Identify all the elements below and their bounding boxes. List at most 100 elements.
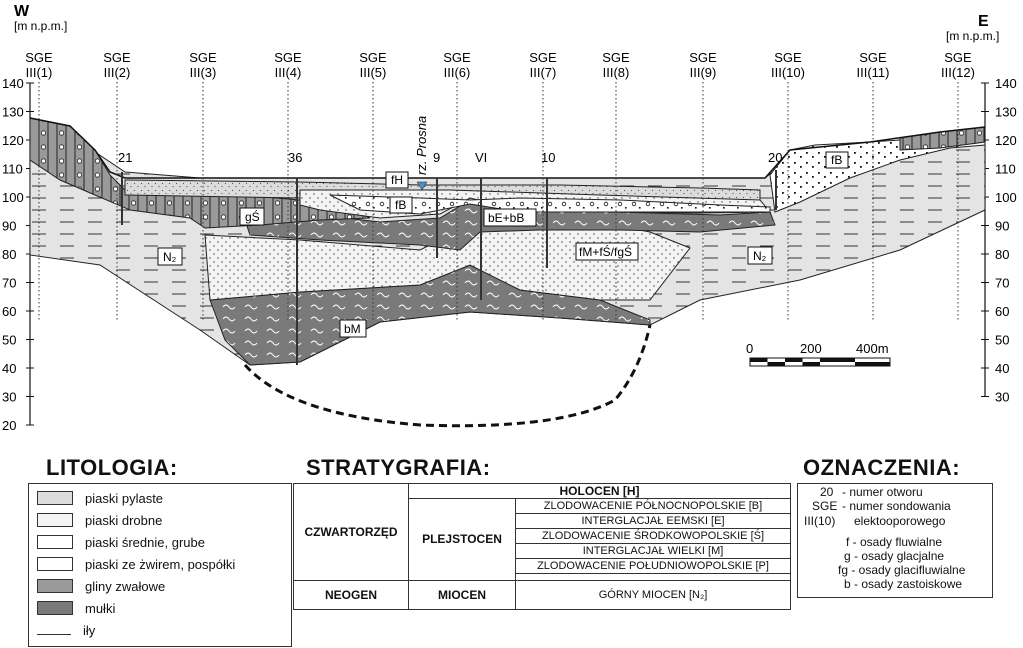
layer-labels: fH fB fB gŚ bE+bB fM+fŚ/fgŚ N₂ N₂ bM — [157, 151, 849, 338]
sge-prefix: SGE — [443, 50, 471, 65]
y-tick-label-right: 110 — [995, 162, 1016, 177]
legend-gravel-sand: piaski ze żwirem, pospółki — [37, 556, 235, 572]
y-tick-label-left: 80 — [2, 247, 16, 262]
label-fM: fM+fŚ/fgŚ — [579, 244, 632, 259]
scale-200: 200 — [800, 341, 822, 356]
y-tick-label-right: 130 — [995, 105, 1017, 120]
legend-label: piaski średnie, grube — [85, 534, 205, 550]
scale-400: 400m — [856, 341, 889, 356]
sge-prefix: SGE — [859, 50, 887, 65]
west-label: W — [14, 3, 30, 20]
sge-prefix: SGE — [602, 50, 630, 65]
label-N2-east: N₂ — [753, 249, 767, 263]
y-tick-label-left: 120 — [2, 133, 24, 148]
strat-row: ZLODOWACENIE ŚRODKOWOPOLSKIE [Ś] — [515, 528, 791, 544]
ground-surface — [29, 117, 986, 179]
label-bE-bB: bE+bB — [488, 211, 524, 225]
strat-row: INTERGLACJAŁ EEMSKI [E] — [515, 513, 791, 529]
sge-labels: SGEIII(1)SGEIII(2)SGEIII(3)SGEIII(4)SGEI… — [25, 50, 975, 80]
legend-fine-sand: piaski drobne — [37, 512, 162, 528]
legend-silt: mułki — [37, 600, 115, 616]
legend-label: mułki — [85, 600, 116, 616]
ozn-20: 20 — [820, 485, 834, 499]
sge-prefix: SGE — [529, 50, 557, 65]
strat-row: ZLODOWACENIE POŁUDNIOWOPOLSKIE [P] — [515, 558, 791, 574]
borehole-lines — [121, 170, 777, 365]
layer-coarse-sand-east — [769, 134, 986, 213]
buried-valley-bottom — [243, 324, 652, 428]
lithology-legend: piaski pylaste piaski drobne piaski śred… — [28, 483, 292, 647]
ozn-fluwialne: f - osady fluwialne — [846, 535, 943, 549]
y-tick-label-left: 30 — [2, 390, 16, 405]
ozn-zastoiskowe: b - osady zastoiskowe — [844, 577, 963, 591]
y-tick-label-left: 60 — [2, 304, 16, 319]
strat-gorny: GÓRNY MIOCEN [N₂] — [515, 580, 791, 610]
oznaczenia-header: OZNACZENIA: — [803, 455, 961, 480]
y-tick-label-left: 70 — [2, 276, 16, 291]
river-marker — [416, 181, 428, 191]
sge-prefix: SGE — [274, 50, 302, 65]
y-tick-label-right: 50 — [995, 333, 1009, 348]
sge-prefix: SGE — [25, 50, 53, 65]
sge-number: III(9) — [690, 65, 717, 80]
label-fH: fH — [391, 173, 403, 187]
sge-number: III(1) — [26, 65, 53, 80]
borehole-20: 20 — [768, 150, 782, 165]
ozn-numer-sondowania: - numer sondowania — [842, 499, 951, 513]
scale-bar: 0 200 400m — [746, 341, 891, 367]
borehole-21: 21 — [118, 150, 132, 165]
borehole-VI: VI — [475, 150, 487, 165]
legend-label: piaski drobne — [85, 512, 163, 528]
y-tick-label-right: 30 — [995, 390, 1009, 405]
sge-number: III(5) — [360, 65, 387, 80]
label-bM: bM — [344, 322, 361, 336]
y-tick-label-left: 110 — [2, 162, 23, 177]
strat-neogen: NEOGEN — [293, 580, 409, 610]
sge-prefix: SGE — [774, 50, 802, 65]
legend-silty-sand: piaski pylaste — [37, 490, 163, 506]
river-label: rz. Prosna — [414, 116, 429, 175]
ozn-numer-otworu: - numer otworu — [842, 485, 923, 499]
unit-right: [m n.p.m.] — [946, 29, 999, 43]
ozn-elektooporowego: elektooporowego — [854, 514, 946, 528]
y-tick-label-right: 140 — [995, 76, 1017, 91]
stratygrafia-header: STRATYGRAFIA: — [306, 455, 491, 480]
sge-number: III(8) — [603, 65, 630, 80]
legend-label: gliny zwałowe — [85, 578, 166, 594]
y-tick-label-right: 40 — [995, 361, 1009, 376]
y-tick-label-left: 100 — [2, 190, 24, 205]
legend-label: iły — [83, 622, 96, 638]
y-tick-label-right: 80 — [995, 247, 1009, 262]
sge-number: III(6) — [444, 65, 471, 80]
sge-prefix: SGE — [359, 50, 387, 65]
stratigraphy-table: CZWARTORZĘD HOLOCEN [H] PLEJSTOCEN ZLODO… — [293, 483, 791, 610]
sge-number: III(4) — [275, 65, 302, 80]
label-N2-west: N₂ — [163, 250, 177, 264]
y-tick-label-left: 40 — [2, 361, 16, 376]
ozn-sge: SGE — [812, 499, 838, 513]
sge-prefix: SGE — [944, 50, 972, 65]
strat-miocen: MIOCEN — [408, 580, 516, 610]
borehole-9: 9 — [433, 150, 440, 165]
sge-number: III(2) — [104, 65, 131, 80]
sge-number: III(3) — [190, 65, 217, 80]
y-tick-label-left: 50 — [2, 333, 16, 348]
strat-holocen: HOLOCEN [H] — [408, 483, 791, 499]
sge-number: III(11) — [857, 65, 890, 80]
strat-row: ZLODOWACENIE PÓŁNOCNOPOLSKIE [B] — [515, 498, 791, 514]
east-label: E — [978, 13, 989, 30]
strat-plejstocen: PLEJSTOCEN — [408, 498, 516, 581]
y-tick-label-right: 90 — [995, 219, 1009, 234]
litologia-header: LITOLOGIA: — [46, 455, 178, 480]
y-tick-label-right: 60 — [995, 304, 1009, 319]
label-fB-1: fB — [395, 198, 406, 212]
label-gS: gŚ — [245, 209, 260, 224]
sge-number: III(12) — [941, 65, 975, 80]
legend-label: piaski pylaste — [85, 490, 164, 506]
scale-0: 0 — [746, 341, 753, 356]
y-tick-label-left: 140 — [2, 76, 24, 91]
ozn-iii10: III(10) — [804, 514, 836, 528]
